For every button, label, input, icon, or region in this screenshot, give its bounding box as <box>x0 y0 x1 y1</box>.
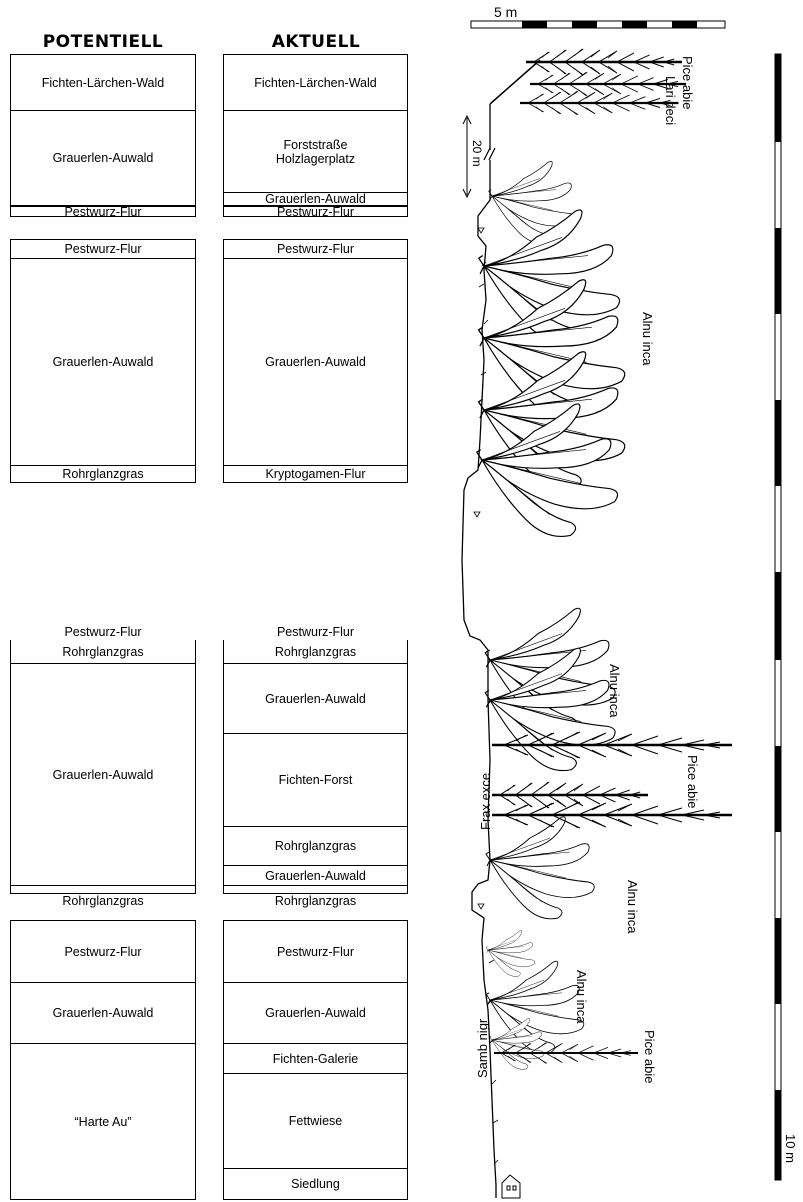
scale-bar-side: 10 m <box>775 54 798 1180</box>
actual-cell: Forststraße Holzlagerplatz <box>223 110 408 193</box>
water-level-marks <box>474 228 484 909</box>
species-label: Pice abie <box>685 755 700 808</box>
actual-cell: Fettwiese <box>223 1073 408 1169</box>
potential-cell: Grauerlen-Auwald <box>10 982 196 1044</box>
potential-cell: Pestwurz-Flur <box>10 239 196 259</box>
actual-cell: Pestwurz-Flur <box>223 239 408 259</box>
gap-marker-label: 20 m <box>470 140 484 167</box>
actual-cell: Fichten-Forst <box>223 733 408 827</box>
actual-cell: Rohrglanzgras <box>223 894 408 908</box>
ground-texture <box>479 262 498 1164</box>
actual-cell: Kryptogamen-Flur <box>223 465 408 483</box>
species-label: Alnu inca <box>640 312 655 366</box>
ground-profile-line <box>462 104 496 1198</box>
actual-divider <box>223 885 408 894</box>
species-label: Pice abie <box>680 56 695 109</box>
species-label: Alnu inca <box>607 664 622 718</box>
actual-cell: Grauerlen-Auwald <box>223 982 408 1044</box>
species-label: Samb nigr <box>475 1018 490 1078</box>
actual-cell: Grauerlen-Auwald <box>223 865 408 886</box>
potential-cell: Pestwurz-Flur <box>10 624 196 640</box>
gap-marker: 20 m <box>463 116 495 197</box>
potential-cell: Pestwurz-Flur <box>10 920 196 983</box>
actual-cell: Rohrglanzgras <box>223 640 408 664</box>
potential-cell: Grauerlen-Auwald <box>10 110 196 206</box>
actual-cell: Pestwurz-Flur <box>223 205 408 217</box>
spruce-group-middle <box>492 732 732 828</box>
spruce-lower <box>494 1043 638 1064</box>
actual-column-header: AKTUELL <box>223 32 409 52</box>
scale-bar-top: 5 m <box>471 4 725 28</box>
scale-bar-side-label: 10 m <box>783 1134 798 1163</box>
alder-group-middle <box>485 608 615 919</box>
potential-divider <box>10 885 196 894</box>
species-labels: Pice abie Lari deci Alnu inca Alnu inca … <box>475 56 700 1083</box>
actual-cell: Rohrglanzgras <box>223 826 408 866</box>
potential-cell: Grauerlen-Auwald <box>10 663 196 886</box>
actual-cell: Siedlung <box>223 1168 408 1200</box>
species-label: Alnu inca <box>625 880 640 934</box>
scale-bar-top-label: 5 m <box>494 4 517 20</box>
alder-group-upper <box>477 161 625 536</box>
spruce-larch-top <box>490 49 686 115</box>
potential-cell: Rohrglanzgras <box>10 465 196 483</box>
species-label: Alnu inca <box>574 970 589 1024</box>
potential-cell: Pestwurz-Flur <box>10 205 196 217</box>
potential-cell: “Harte Au” <box>10 1043 196 1200</box>
actual-cell: Grauerlen-Auwald <box>223 663 408 734</box>
species-label: Pice abie <box>642 1030 657 1083</box>
potential-cell: Fichten-Lärchen-Wald <box>10 54 196 111</box>
potential-cell: Rohrglanzgras <box>10 894 196 908</box>
alder-group-lower <box>486 931 584 1070</box>
potential-column-header: POTENTIELL <box>10 32 196 52</box>
actual-cell: Pestwurz-Flur <box>223 920 408 983</box>
actual-cell: Grauerlen-Auwald <box>223 258 408 466</box>
actual-cell: Grauerlen-Auwald <box>223 192 408 206</box>
potential-cell: Grauerlen-Auwald <box>10 258 196 466</box>
house-icon <box>502 1175 520 1198</box>
actual-cell: Fichten-Lärchen-Wald <box>223 54 408 111</box>
species-label: Frax exce <box>478 773 493 830</box>
species-label: Lari deci <box>663 76 678 125</box>
actual-cell: Fichten-Galerie <box>223 1043 408 1074</box>
actual-cell: Pestwurz-Flur <box>223 624 408 640</box>
potential-cell: Rohrglanzgras <box>10 640 196 664</box>
